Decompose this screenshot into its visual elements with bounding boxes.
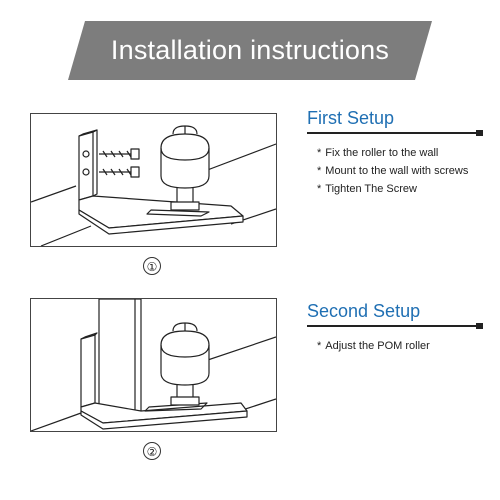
step-number-1: ① bbox=[143, 257, 161, 275]
floor-line-front bbox=[40, 225, 92, 246]
heading-divider bbox=[307, 130, 483, 136]
list-item: *Adjust the POM roller bbox=[317, 340, 430, 352]
illustration-first-setup bbox=[30, 113, 277, 247]
first-setup-drawing bbox=[31, 125, 276, 246]
list-item: *Tighten The Screw bbox=[317, 183, 417, 195]
screw-icon bbox=[99, 166, 140, 178]
bracket-icon bbox=[80, 332, 248, 430]
list-item: *Mount to the wall with screws bbox=[317, 165, 469, 177]
title-banner: Installation instructions bbox=[68, 21, 432, 80]
heading-divider bbox=[307, 323, 483, 329]
first-setup-section: First Setup *Fix the roller to the wall … bbox=[307, 107, 487, 198]
bracket-icon bbox=[78, 129, 244, 235]
second-setup-list: *Adjust the POM roller bbox=[307, 337, 487, 355]
page-title: Installation instructions bbox=[110, 35, 390, 65]
list-item: *Fix the roller to the wall bbox=[317, 147, 439, 159]
illustration-second-setup bbox=[30, 298, 277, 432]
screw-icon bbox=[99, 148, 140, 160]
roller-icon bbox=[160, 322, 210, 406]
floor-line-left bbox=[31, 185, 77, 203]
first-setup-list: *Fix the roller to the wall *Mount to th… bbox=[307, 144, 487, 198]
door-panel bbox=[98, 299, 142, 422]
second-setup-section: Second Setup *Adjust the POM roller bbox=[307, 300, 487, 355]
roller-icon bbox=[160, 125, 210, 211]
second-setup-heading: Second Setup bbox=[307, 301, 421, 321]
second-setup-drawing bbox=[31, 299, 276, 431]
floor-line-front bbox=[31, 412, 82, 431]
first-setup-heading: First Setup bbox=[307, 108, 395, 128]
step-number-2: ② bbox=[143, 442, 161, 460]
